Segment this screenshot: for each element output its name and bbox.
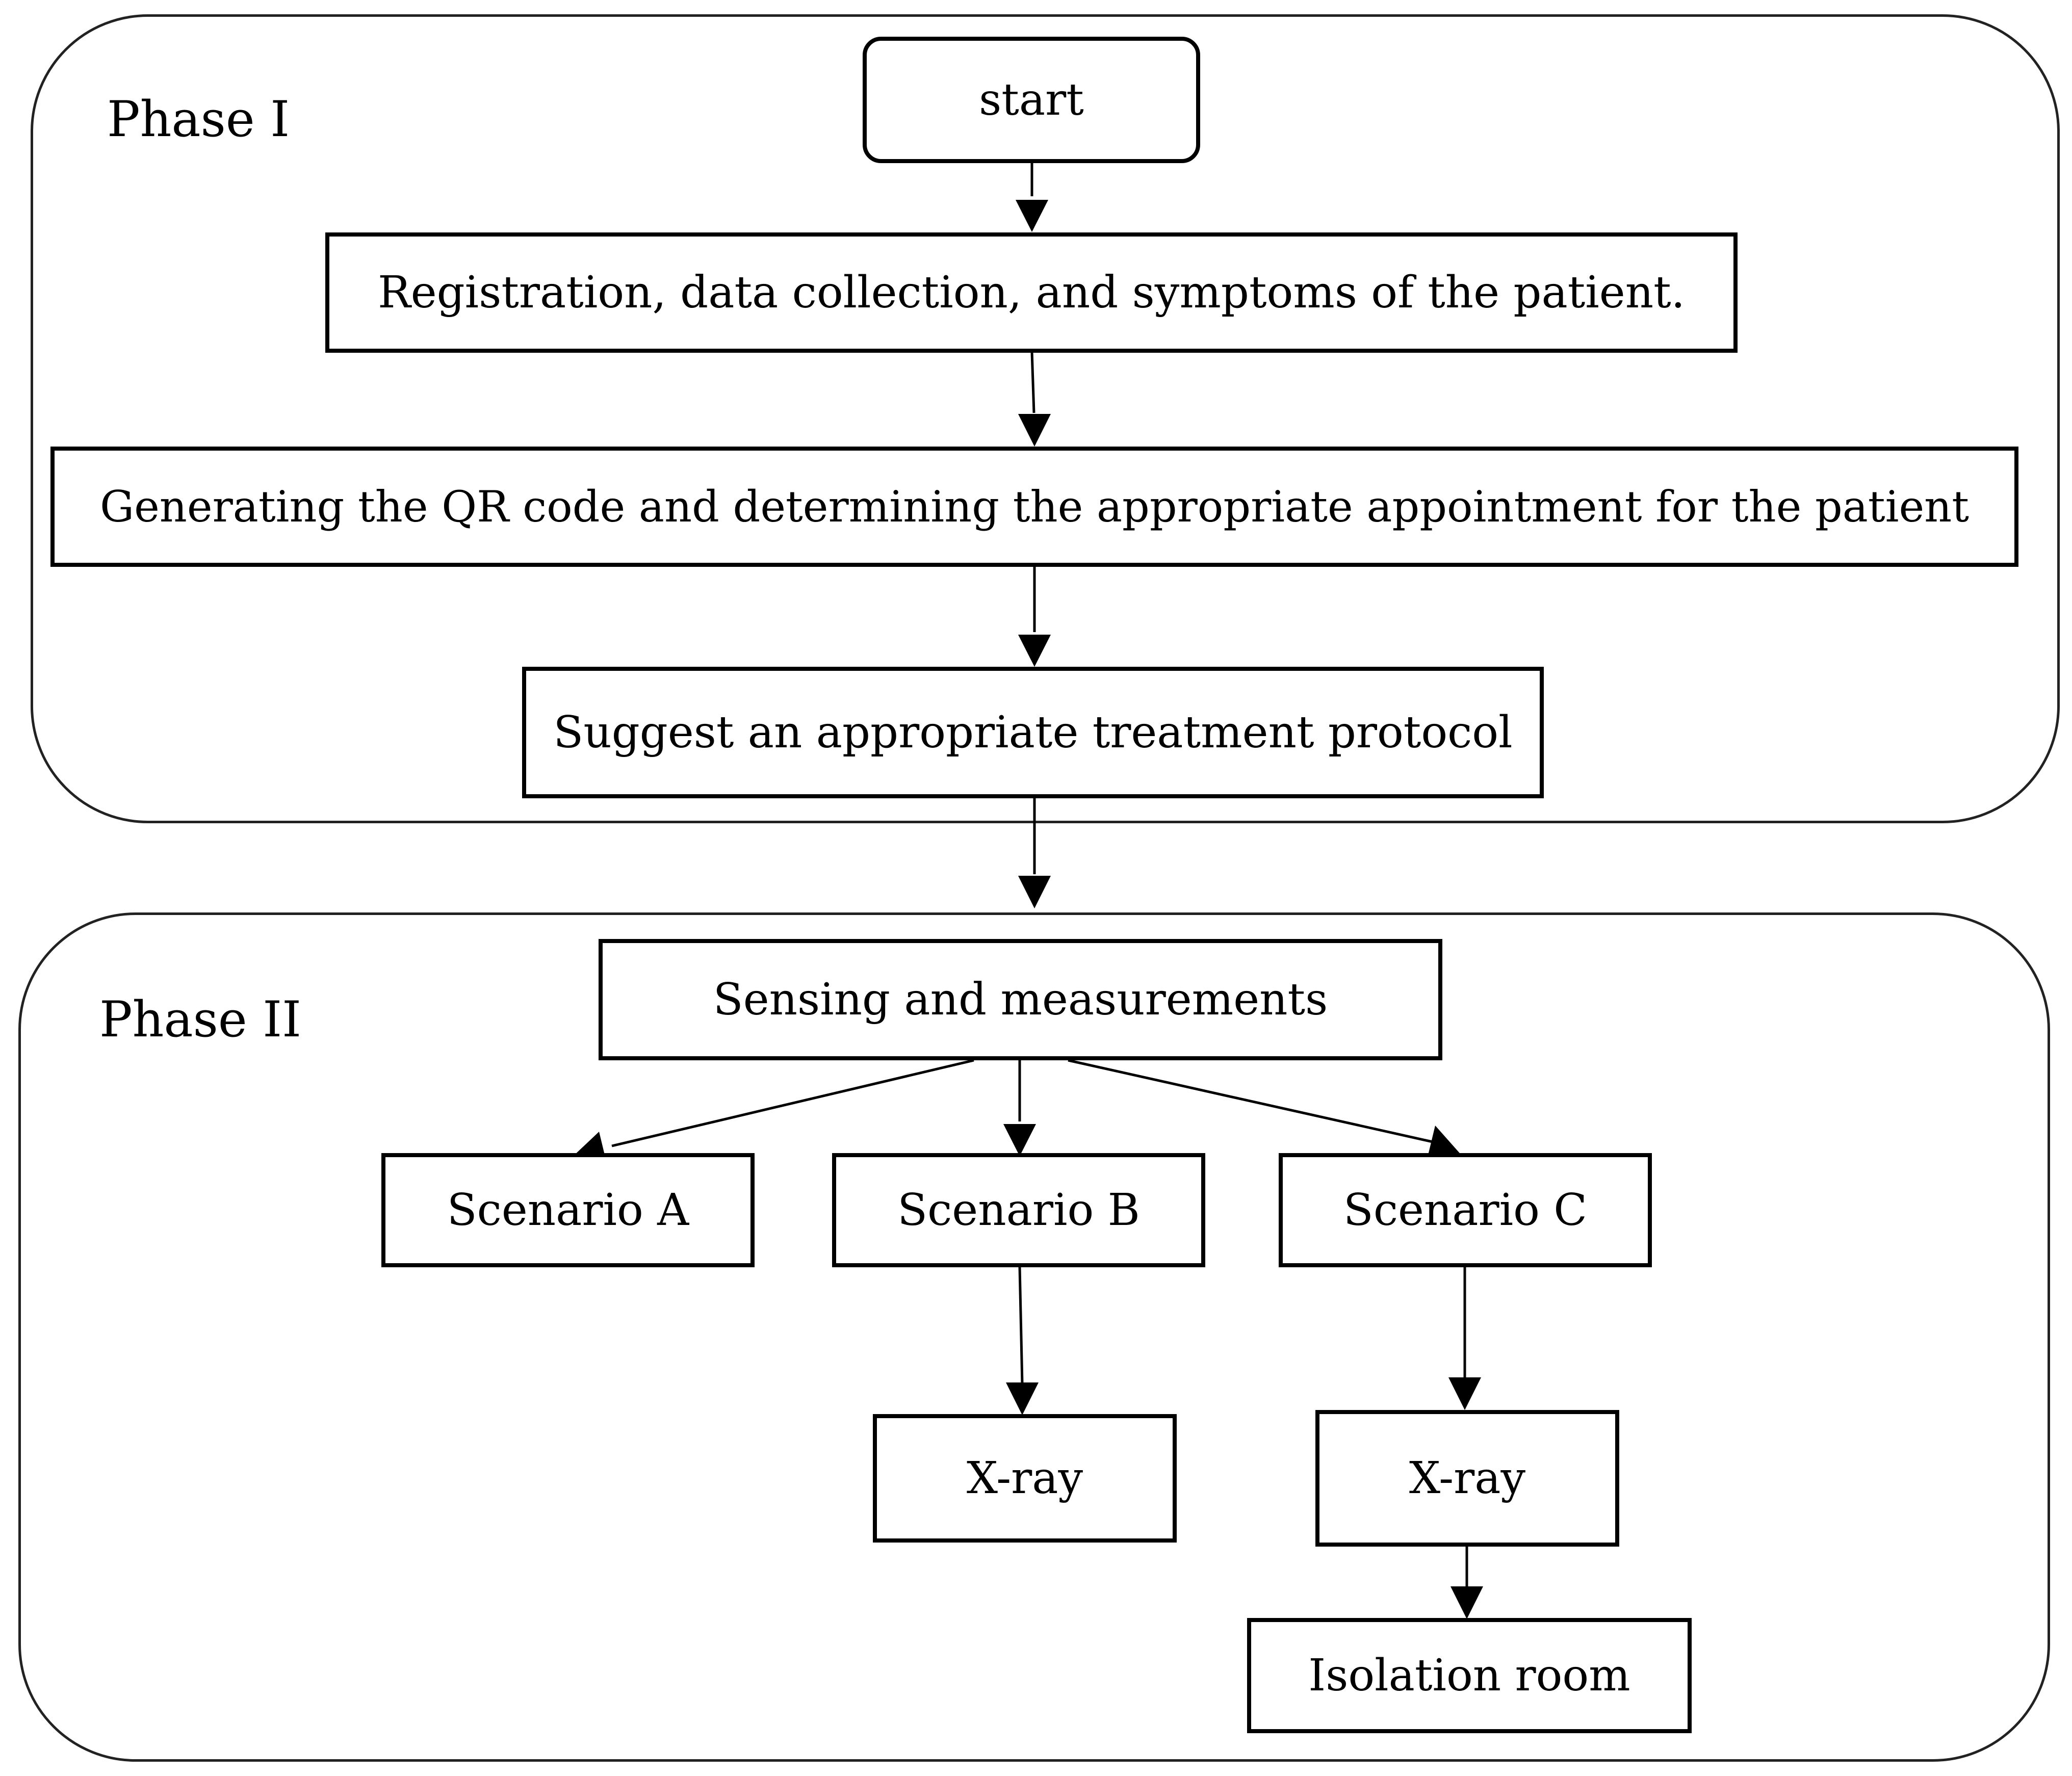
arrowhead-sensing-to-scenario-c [1428, 1126, 1463, 1157]
scenario-a-node: Scenario A [381, 1153, 755, 1267]
arrowhead-scenario-c-to-xray [1448, 1377, 1481, 1410]
arrow-sensing-to-scenario-c [1068, 1059, 1433, 1143]
phase-1-container [31, 14, 2060, 823]
arrowhead-xray-to-isolation [1451, 1586, 1483, 1619]
arrowhead-start-to-registration [1016, 200, 1048, 232]
phase-1-label: Phase I [107, 91, 290, 148]
arrow-sensing-to-scenario-a [611, 1059, 974, 1147]
arrowhead-qr-to-treatment [1018, 635, 1051, 667]
phase-2-container [18, 912, 2050, 1762]
scenario-b-node: Scenario B [832, 1153, 1205, 1267]
arrowhead-sensing-to-scenario-b [1003, 1124, 1036, 1156]
arrowhead-scenario-b-to-xray [1006, 1382, 1039, 1415]
xray-c-node: X-ray [1315, 1410, 1619, 1547]
sensing-node: Sensing and measurements [599, 939, 1442, 1060]
isolation-room-node: Isolation room [1247, 1618, 1692, 1733]
start-node: start [863, 37, 1200, 163]
treatment-protocol-node: Suggest an appropriate treatment protoco… [522, 667, 1544, 798]
arrowhead-registration-to-qr [1018, 414, 1051, 447]
arrowhead-treatment-to-sensing [1018, 876, 1051, 908]
xray-b-node: X-ray [873, 1414, 1177, 1543]
scenario-c-node: Scenario C [1279, 1153, 1652, 1267]
arrow-registration-to-qr [1030, 351, 1035, 413]
qr-code-node: Generating the QR code and determining t… [50, 447, 2018, 567]
phase-2-label: Phase II [99, 991, 302, 1048]
registration-node: Registration, data collection, and sympt… [325, 232, 1738, 353]
arrow-scenario-b-to-xray [1018, 1266, 1024, 1385]
